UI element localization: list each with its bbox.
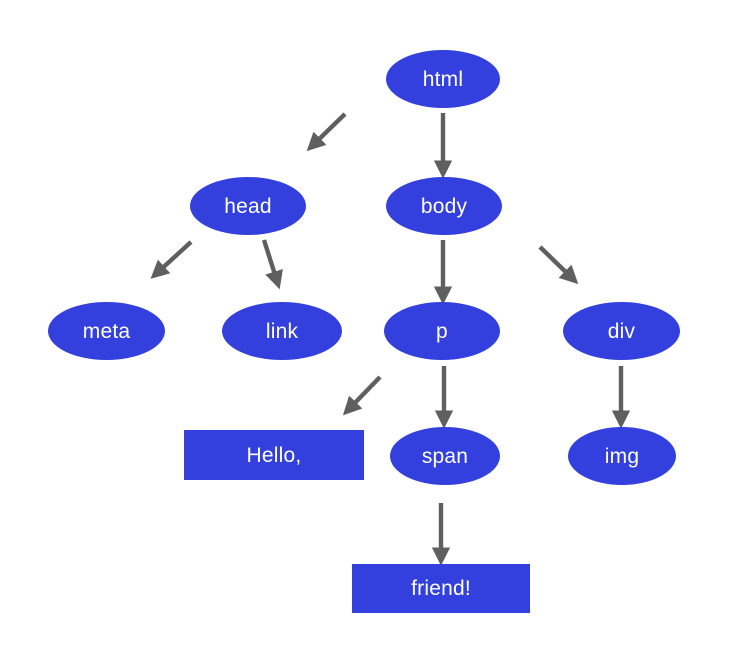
node-label-link: link — [265, 319, 299, 343]
edge-body-to-div — [538, 245, 579, 285]
node-label-hello: Hello, — [246, 443, 302, 467]
edge-head-to-link — [261, 239, 283, 290]
node-label-friend: friend! — [411, 577, 471, 600]
node-link[interactable]: link — [222, 302, 342, 360]
node-label-span: span — [421, 444, 469, 468]
node-img[interactable]: img — [568, 427, 676, 485]
edge-p-to-hello — [342, 375, 382, 416]
node-html[interactable]: html — [386, 50, 500, 108]
node-p[interactable]: p — [384, 302, 500, 360]
node-head[interactable]: head — [190, 177, 306, 235]
node-label-img: img — [604, 444, 640, 468]
node-label-head: head — [224, 194, 272, 218]
node-hello[interactable]: Hello, — [184, 430, 364, 480]
node-div[interactable]: div — [563, 302, 680, 360]
node-label-meta: meta — [82, 319, 131, 343]
node-label-html: html — [422, 67, 464, 91]
node-label-body: body — [420, 194, 468, 218]
node-body[interactable]: body — [386, 177, 502, 235]
node-meta[interactable]: meta — [48, 302, 165, 360]
node-friend[interactable]: friend! — [352, 564, 530, 613]
edge-html-to-head — [306, 112, 347, 152]
edge-head-to-meta — [150, 240, 193, 279]
node-span[interactable]: span — [390, 427, 500, 485]
node-label-p: p — [436, 319, 448, 343]
node-label-div: div — [607, 319, 636, 343]
